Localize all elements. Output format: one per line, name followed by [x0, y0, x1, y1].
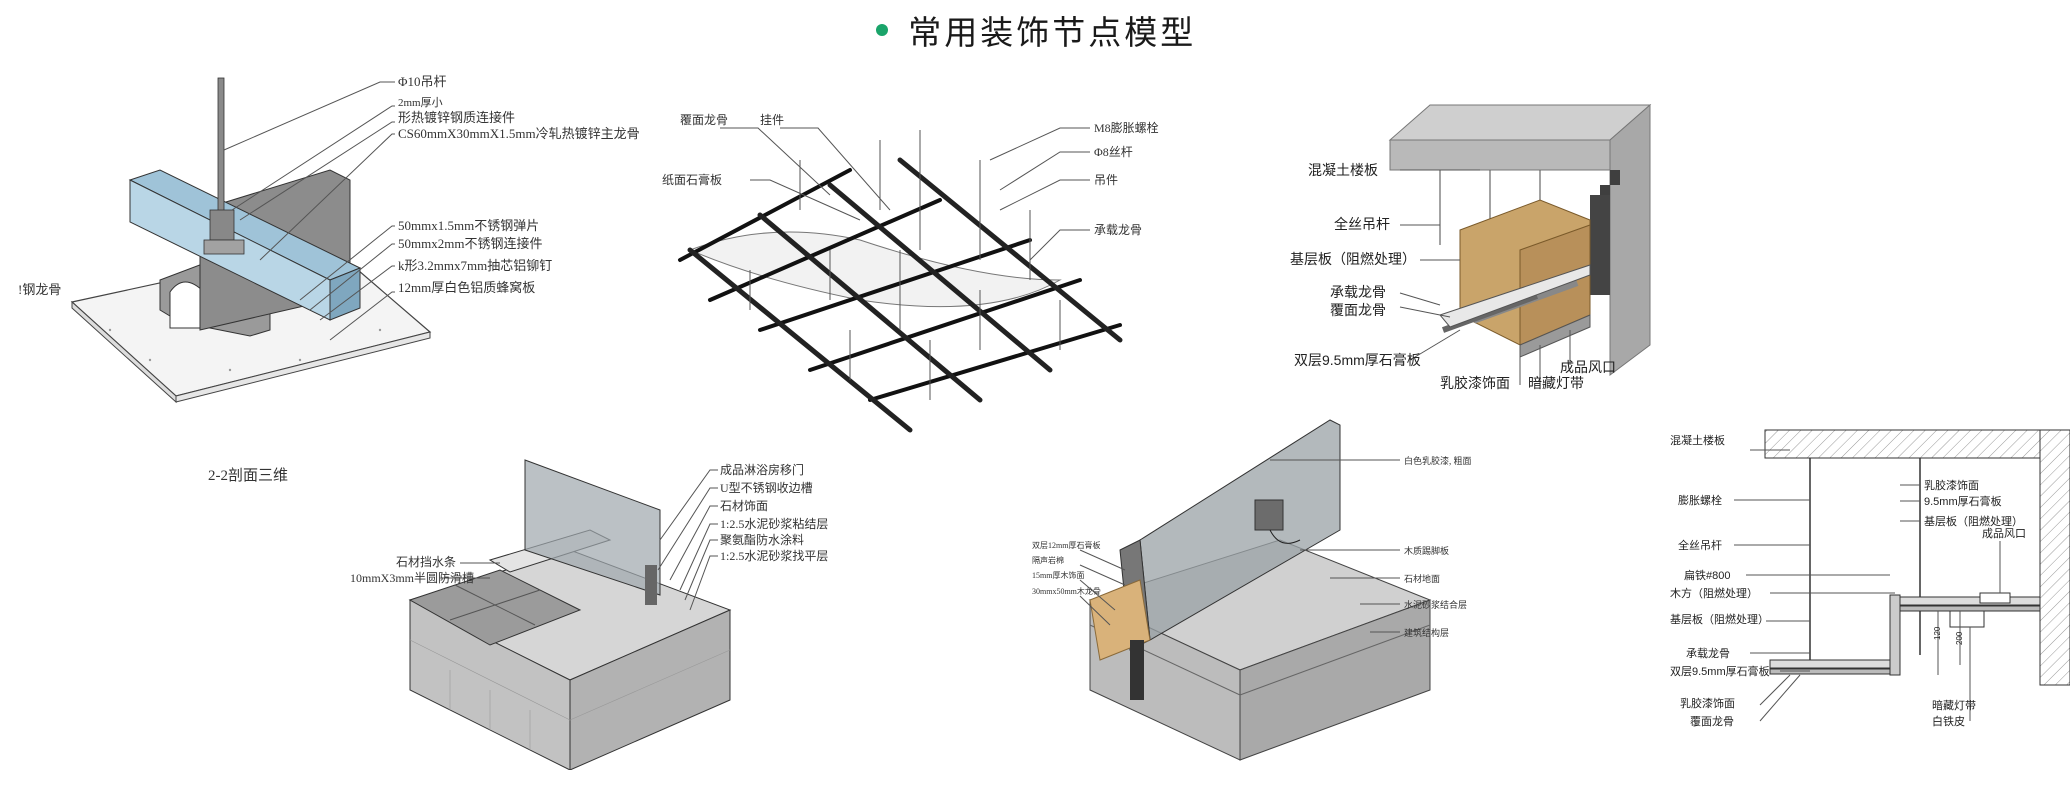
label-threshold: 石材挡水条 [396, 555, 456, 569]
label-light-strip: 暗藏灯带 [1528, 375, 1584, 391]
label-full-rod: 全丝吊杆 [1678, 538, 1722, 552]
wall-panel-diagram: 白色乳胶漆, 粗面 木质踢脚板 石材地面 水泥砂浆结合层 建筑结构层 双层12m… [1030, 410, 1550, 770]
label-thickness: 2mm厚小 [398, 96, 443, 109]
label-latex: 乳胶漆饰面 [1680, 696, 1735, 710]
label-base-board: 基层板（阻燃处理） [1670, 612, 1769, 626]
grid-ceiling-diagram: 覆面龙骨 挂件 M8膨胀螺栓 纸面石膏板 Φ8丝杆 吊件 承载龙骨 [650, 100, 1190, 450]
label-ss-connector: 50mmx2mm不锈钢连接件 [398, 236, 542, 251]
label-stone: 石材饰面 [720, 499, 768, 513]
label-light-strip: 暗藏灯带 [1932, 698, 1976, 712]
page-title: 常用装饰节点模型 [908, 14, 1197, 51]
label-gypsum: 双层9.5mm厚石膏板 [1670, 664, 1770, 678]
label-mortar-bond: 1:2.5水泥砂浆粘结层 [720, 516, 828, 531]
label-base-board: 基层板（阻燃处理） [1290, 251, 1416, 267]
steel-keel-diagram: Φ10吊杆 2mm厚小 形热镀锌钢质连接件 CS60mmX30mmX1.5mm冷… [0, 30, 640, 500]
label-full-rod: 全丝吊杆 [1334, 216, 1390, 232]
label-main-keel: CS60mmX30mmX1.5mm冷轧热镀锌主龙骨 [398, 126, 640, 141]
label-waterproof: 聚氨酯防水涂料 [720, 532, 804, 547]
label-gypsum: 纸面石膏板 [662, 172, 722, 187]
label-stone-floor: 石材地面 [1404, 573, 1440, 584]
label-bearing-keel: 承载龙骨 [1686, 647, 1730, 660]
label-vent: 成品风口 [1982, 527, 2026, 540]
label-spring: 50mmx1.5mm不锈钢弹片 [398, 218, 539, 233]
caption: 2-2剖面三维 [208, 467, 288, 484]
label-hanger: 挂件 [760, 113, 784, 127]
label-structure: 建筑结构层 [1404, 627, 1449, 638]
label-honeycomb: 12mm厚白色铝质蜂窝板 [398, 280, 535, 295]
label-connector: 形热镀锌钢质连接件 [398, 110, 515, 125]
label-veneer: 15mm厚木饰面 [1032, 570, 1084, 580]
label-bolt: 膨胀螺栓 [1678, 493, 1722, 507]
label-leveling: 1:2.5水泥砂浆找平层 [720, 548, 828, 563]
dim-200: 200 [1955, 631, 1964, 645]
label-shower-door: 成品淋浴房移门 [720, 462, 804, 477]
label-gypsum: 双层9.5mm厚石膏板 [1294, 352, 1421, 368]
label-cover-keel: 覆面龙骨 [1330, 302, 1386, 318]
label-flat-iron: 扁铁#800 [1684, 569, 1730, 582]
light-trough-diagram: 混凝土楼板 全丝吊杆 基层板（阻燃处理） 承载龙骨 覆面龙骨 双层9.5mm厚石… [1290, 95, 1690, 405]
label-rod: Φ10吊杆 [398, 74, 447, 89]
label-latex: 乳胶漆饰面 [1440, 375, 1510, 391]
label-slab: 混凝土楼板 [1308, 162, 1378, 178]
label-rivet: k形3.2mmx7mm抽芯铝铆钉 [398, 258, 552, 273]
label-rod: Φ8丝杆 [1094, 145, 1133, 159]
label-latex: 白色乳胶漆, 粗面 [1404, 455, 1472, 466]
label-base-right: 基层板（阻燃处理） [1924, 514, 2023, 528]
label-wood-square: 木方（阻燃处理） [1670, 586, 1758, 600]
label-cover-keel: 覆面龙骨 [680, 113, 728, 127]
label-vent: 成品风口 [1560, 359, 1616, 375]
label-slab: 混凝土楼板 [1670, 433, 1725, 447]
label-rockwool: 隔声岩棉 [1032, 555, 1064, 565]
dim-120: 120 [1933, 626, 1942, 640]
label-wood-keel: 30mmx50mm木龙骨 [1032, 586, 1101, 596]
label-bearing-keel: 承载龙骨 [1330, 284, 1386, 300]
page-header: 常用装饰节点模型 [0, 6, 2072, 54]
label-groove: 10mmX3mm半圆防滑槽 [350, 570, 474, 585]
label-gypsum-right: 9.5mm厚石膏板 [1924, 494, 2002, 508]
label-skirting: 木质踢脚板 [1404, 545, 1449, 556]
section-detail-diagram: 120 200 混凝土楼板 膨胀螺栓 全丝吊杆 扁铁#800 木方（阻燃处理） … [1670, 425, 2070, 735]
label-hanger-part: 吊件 [1094, 173, 1118, 187]
label-cover-keel: 覆面龙骨 [1690, 715, 1734, 728]
shower-door-diagram: 成品淋浴房移门 U型不锈钢收边槽 石材饰面 1:2.5水泥砂浆粘结层 聚氨酯防水… [340, 450, 860, 770]
label-tin: 白铁皮 [1932, 714, 1965, 728]
label-bolt: M8膨胀螺栓 [1094, 120, 1159, 135]
edge-label: !钢龙骨 [18, 282, 61, 297]
title-bullet-icon [875, 24, 888, 36]
label-gypsum: 双层12mm厚石膏板 [1032, 540, 1100, 550]
label-mortar: 水泥砂浆结合层 [1404, 599, 1467, 610]
label-latex-right: 乳胶漆饰面 [1924, 478, 1979, 492]
label-bearing-keel: 承载龙骨 [1094, 223, 1142, 237]
label-u-channel: U型不锈钢收边槽 [720, 481, 813, 495]
